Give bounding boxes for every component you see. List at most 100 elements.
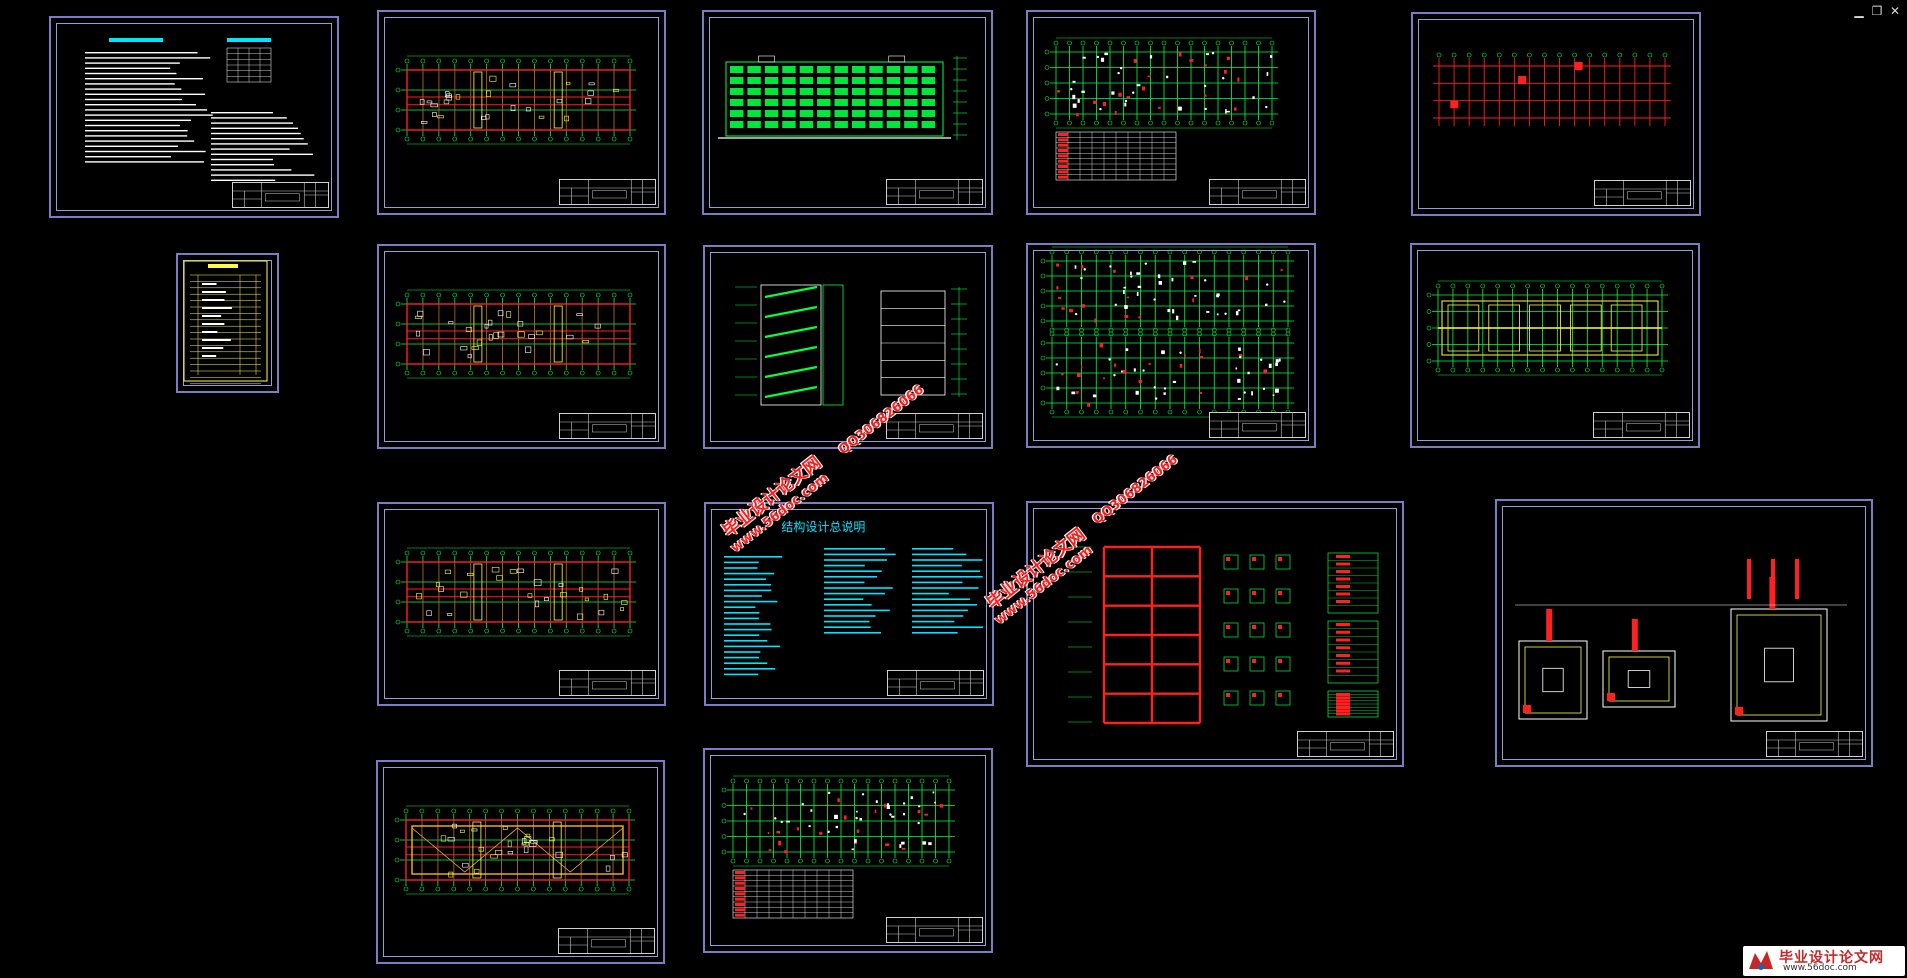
- facade: [718, 55, 967, 140]
- title-block-lines: [560, 180, 655, 204]
- drawing-sheet-schedule[interactable]: [176, 253, 279, 393]
- logo-mark-icon: [1749, 951, 1773, 970]
- title-block: [559, 179, 656, 205]
- rebar-marks: [1056, 261, 1286, 323]
- logo-url: www.56doc.com: [1783, 963, 1857, 973]
- reinforcement-table: [1327, 552, 1379, 718]
- sheet-frame: [1033, 508, 1397, 760]
- drawing-content: [394, 805, 635, 895]
- title-block: [1593, 412, 1690, 438]
- title-block: [559, 670, 656, 696]
- rebar-marks: [743, 791, 944, 854]
- rebar-marks: [1055, 343, 1281, 407]
- wall-lines: [406, 303, 631, 365]
- axis-grid: [395, 55, 636, 145]
- drawing-sheet-notes[interactable]: [49, 16, 339, 218]
- rebar-marks: [1057, 51, 1273, 117]
- room-fixtures: [415, 305, 601, 363]
- sheet-frame: [710, 252, 986, 442]
- drawing-content: [721, 775, 955, 919]
- title-block-lines: [887, 180, 982, 204]
- wall-lines: [406, 561, 631, 623]
- title-block: [886, 917, 983, 943]
- title-block: [887, 670, 984, 696]
- notes-text-lines: [85, 38, 315, 181]
- beam-sections: [1223, 554, 1291, 706]
- wall-lines: [405, 819, 630, 881]
- title-block: [1594, 180, 1691, 206]
- title-block-lines: [233, 183, 328, 207]
- title-block: [558, 928, 655, 954]
- drawing-content: [1068, 545, 1379, 725]
- drawing-content: [1426, 280, 1668, 376]
- drawing-sheet-struct2[interactable]: [1026, 243, 1316, 448]
- drawing-sheet-plan[interactable]: [377, 10, 666, 215]
- room-fixtures: [440, 821, 628, 879]
- drawing-content: [724, 548, 983, 676]
- drawing-sheet-redgrid[interactable]: [1411, 12, 1701, 216]
- drawing-sheet-frame[interactable]: [1026, 501, 1404, 767]
- title-block-lines: [887, 918, 982, 942]
- drawing-content: [395, 547, 636, 637]
- structural-grid: [1040, 246, 1294, 336]
- axis-grid: [395, 547, 636, 637]
- title-block-lines: [560, 671, 655, 695]
- title-block: [232, 182, 329, 208]
- title-block-lines: [1210, 180, 1305, 204]
- title-block-lines: [1767, 732, 1862, 756]
- beam-grid: [1433, 52, 1671, 126]
- rebar-table: [732, 869, 854, 919]
- wall-lines: [406, 69, 631, 131]
- room-fixtures: [416, 563, 628, 621]
- drawing-sheet-plan[interactable]: [377, 502, 666, 706]
- drawing-sheet-textnotes[interactable]: 结构设计总说明: [704, 502, 994, 706]
- drawing-content: [1515, 559, 1847, 722]
- drawing-sheet-struct[interactable]: [1026, 10, 1316, 215]
- drawing-sheet-footings[interactable]: [1495, 499, 1873, 767]
- logo-title: 毕业设计论文网: [1779, 950, 1884, 966]
- drawing-sheet-elevation[interactable]: [702, 10, 993, 215]
- restore-icon[interactable]: ❐: [1871, 4, 1883, 18]
- title-block: [1209, 179, 1306, 205]
- title-block-lines: [1210, 413, 1305, 437]
- title-block-lines: [1595, 181, 1690, 205]
- site-logo: 毕业设计论文网 www.56doc.com: [1743, 946, 1905, 976]
- axis-grid: [395, 289, 636, 379]
- sheet-frame: [1418, 19, 1694, 209]
- sheet-frame: [384, 17, 659, 208]
- title-block: [1297, 731, 1394, 757]
- title-block-lines: [1594, 413, 1689, 437]
- title-block-lines: [888, 671, 983, 695]
- drawing-sheet-roof[interactable]: [376, 760, 665, 964]
- rebar-table: [1055, 131, 1177, 181]
- drawing-sheet-struct[interactable]: [703, 748, 993, 953]
- axis-grid: [394, 805, 635, 895]
- minimize-icon[interactable]: ▁: [1854, 4, 1864, 18]
- drawing-content: [85, 38, 315, 181]
- door-window-table: [226, 47, 272, 83]
- sheet-frame: [56, 23, 332, 211]
- sheet-frame: [709, 17, 986, 208]
- sheet-heading: 结构设计总说明: [781, 520, 866, 534]
- sheet-frame: [711, 509, 987, 699]
- title-block-lines: [1298, 732, 1393, 756]
- drawing-list-table: [183, 260, 268, 385]
- drawing-sheet-section[interactable]: [703, 245, 993, 449]
- structural-grid: [721, 775, 955, 867]
- drawing-content: [1044, 37, 1278, 181]
- sheet-frame: [383, 767, 658, 957]
- close-icon[interactable]: ✕: [1889, 4, 1901, 18]
- drawing-content: [718, 55, 967, 140]
- drawing-sheet-foundation[interactable]: [1410, 243, 1700, 448]
- drawing-sheet-plan[interactable]: [377, 244, 666, 449]
- frame-elevation: [1068, 545, 1202, 725]
- title-block: [886, 179, 983, 205]
- room-fixtures: [419, 71, 619, 129]
- stair-section: [735, 284, 844, 406]
- drawing-content: [183, 260, 268, 385]
- title-block: [559, 413, 656, 439]
- drawing-content: [395, 55, 636, 145]
- sheet-frame: [1417, 250, 1693, 441]
- footing-outlines: [1438, 300, 1662, 356]
